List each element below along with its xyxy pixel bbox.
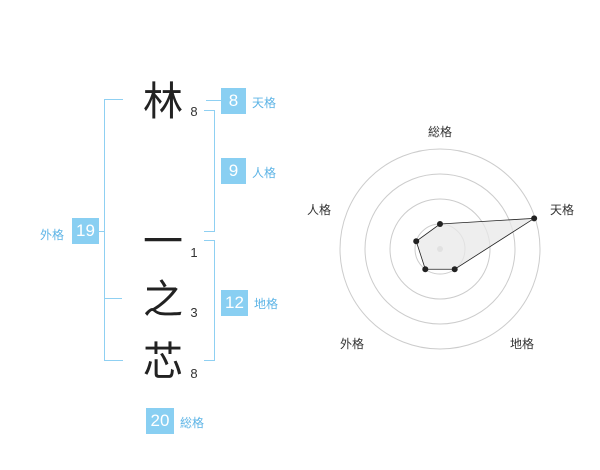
tenkaku-connector (206, 100, 221, 101)
gaikaku-bracket (104, 99, 123, 361)
radar-data-point (437, 221, 443, 227)
name-char-4: 芯 (143, 339, 183, 385)
name-char-1: 林 (143, 79, 183, 125)
radar-label-gaikaku: 外格 (340, 337, 365, 351)
stroke-count-4: 8 (190, 366, 198, 381)
soukaku-label: 総格 (180, 416, 205, 430)
radar-label-jinkaku: 人格 (307, 203, 332, 217)
radar-data-polygon (415, 217, 536, 270)
radar-label-tenkaku: 天格 (550, 203, 575, 217)
radar-data-point (413, 238, 420, 245)
gaikaku-label: 外格 (40, 228, 65, 242)
radar-data-point (451, 266, 458, 273)
radar-grid-ring (389, 198, 491, 300)
name-char-2: 一 (143, 219, 183, 265)
chikaku-label: 地格 (254, 297, 279, 311)
soukaku-badge: 20 (146, 408, 174, 434)
radar-grid-ring (364, 173, 516, 325)
jinkaku-badge: 9 (221, 158, 246, 184)
jinkaku-label: 人格 (252, 166, 277, 180)
chikaku-badge: 12 (221, 290, 248, 316)
radar-label-chikaku: 地格 (510, 337, 535, 351)
gaikaku-middle-tick (104, 298, 122, 299)
stroke-count-2: 1 (190, 245, 198, 260)
stroke-count-3: 3 (190, 305, 198, 320)
tenkaku-label: 天格 (252, 96, 277, 110)
radar-data-point (422, 266, 429, 273)
radar-grid-ring (339, 148, 541, 350)
tenkaku-badge: 8 (221, 88, 246, 114)
stroke-count-1: 8 (190, 104, 198, 119)
gaikaku-connector (98, 231, 104, 232)
radar-label-soukaku: 総格 (428, 125, 453, 139)
radar-data-point (531, 215, 538, 222)
chikaku-bracket (204, 240, 215, 361)
gaikaku-badge: 19 (72, 218, 99, 244)
jinkaku-bracket (204, 110, 215, 232)
name-char-3: 之 (143, 277, 183, 323)
